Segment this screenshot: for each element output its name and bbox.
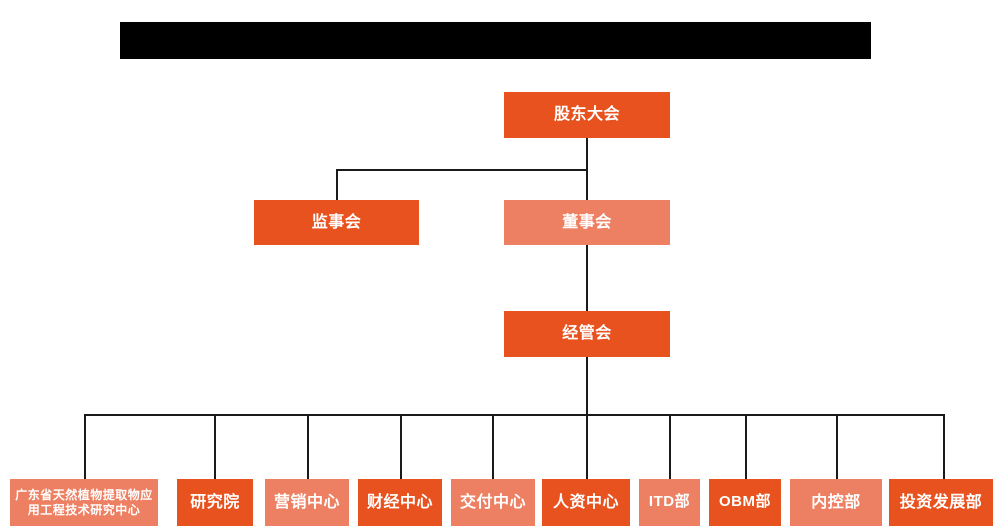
node-internal-control-dept[interactable]: 内控部	[790, 479, 882, 526]
redacted-title-bar	[120, 22, 871, 59]
node-itd-dept[interactable]: ITD部	[639, 479, 700, 526]
connector-drop-directors	[586, 169, 588, 200]
connector-management-down	[586, 357, 588, 415]
node-marketing-center[interactable]: 营销中心	[265, 479, 349, 526]
connector-drop-finance-center	[400, 414, 402, 479]
node-management-committee[interactable]: 经管会	[504, 311, 670, 357]
connector-level2-bus	[336, 169, 587, 171]
connector-drop-delivery-center	[492, 414, 494, 479]
node-board-of-supervisors[interactable]: 监事会	[254, 200, 419, 245]
connector-drop-research-center	[84, 414, 86, 479]
connector-drop-investment-dev-dept	[943, 414, 945, 479]
node-research-center[interactable]: 广东省天然植物提取物应用工程技术研究中心	[10, 479, 158, 526]
connector-drop-supervisors	[336, 169, 338, 200]
connector-drop-internal-control-dept	[836, 414, 838, 479]
connector-departments-bus	[84, 414, 944, 416]
connector-drop-research-institute	[214, 414, 216, 479]
connector-drop-marketing-center	[307, 414, 309, 479]
connector-drop-itd-dept	[669, 414, 671, 479]
node-obm-dept[interactable]: OBM部	[709, 479, 781, 526]
node-delivery-center[interactable]: 交付中心	[451, 479, 535, 526]
connector-drop-obm-dept	[745, 414, 747, 479]
node-board-of-directors[interactable]: 董事会	[504, 200, 670, 245]
node-investment-dev-dept[interactable]: 投资发展部	[889, 479, 993, 526]
node-research-institute[interactable]: 研究院	[177, 479, 253, 526]
connector-directors-to-management	[586, 245, 588, 311]
node-shareholders-meeting[interactable]: 股东大会	[504, 92, 670, 138]
node-finance-center[interactable]: 财经中心	[358, 479, 442, 526]
connector-shareholders-down	[586, 138, 588, 170]
connector-drop-hr-center	[586, 414, 588, 479]
node-hr-center[interactable]: 人资中心	[542, 479, 630, 526]
